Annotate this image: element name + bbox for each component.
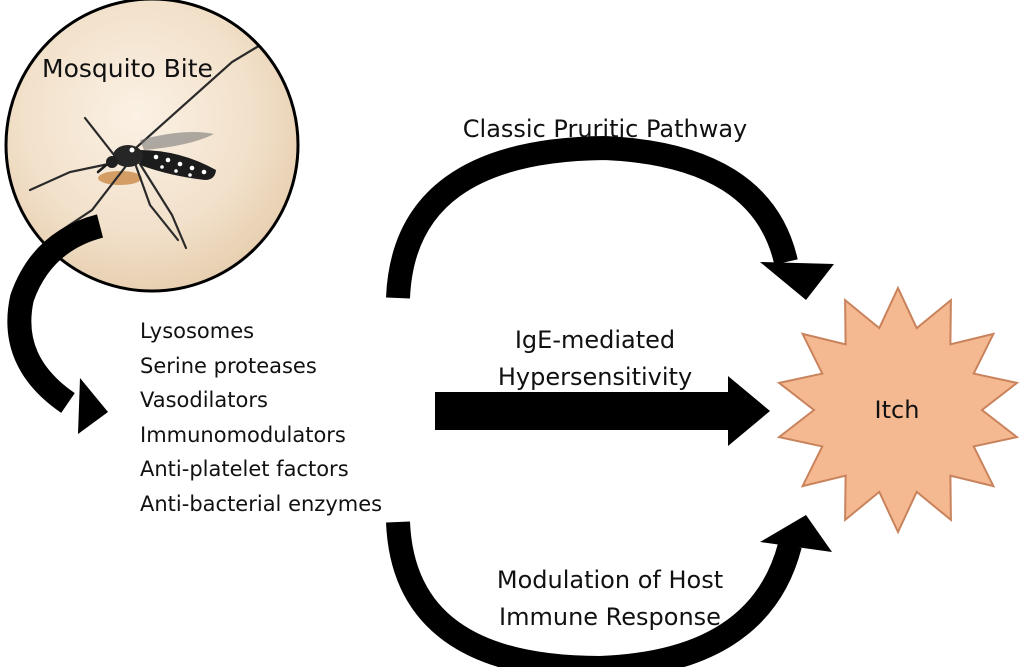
mosquito-bite-label: Mosquito Bite — [42, 54, 213, 83]
list-item: Immunomodulators — [140, 422, 346, 447]
modulation-label-line-2: Immune Response — [499, 603, 721, 631]
modulation-pathway-label: Modulation of Host Immune Response — [455, 562, 765, 636]
mosquito-icon — [28, 42, 264, 250]
saliva-substances-list: Lysosomes Serine proteases Vasodilators … — [140, 314, 382, 521]
modulation-pathway-arrow — [386, 515, 832, 667]
classic-pathway-label: Classic Pruritic Pathway — [462, 115, 748, 143]
mosquito-bite-circle — [4, 0, 300, 293]
list-item: Vasodilators — [140, 388, 268, 412]
list-item: Lysosomes — [140, 319, 255, 343]
list-item: Anti-bacterial enzymes — [140, 491, 383, 516]
ige-label-line-1: IgE-mediated — [514, 326, 676, 354]
list-item: Anti-platelet factors — [140, 457, 349, 481]
modulation-label-line-1: Modulation of Host — [496, 566, 724, 594]
bite-to-substances-arrow — [7, 214, 108, 434]
ige-pathway-arrow — [435, 376, 770, 446]
itch-starburst-icon — [776, 285, 1020, 535]
ige-label-line-2: Hypersensitivity — [497, 363, 693, 391]
list-item: Serine proteases — [140, 353, 317, 378]
classic-pathway-arrow — [386, 135, 834, 300]
ige-pathway-label: IgE-mediated Hypersensitivity — [430, 322, 760, 396]
itch-label: Itch — [874, 396, 920, 424]
